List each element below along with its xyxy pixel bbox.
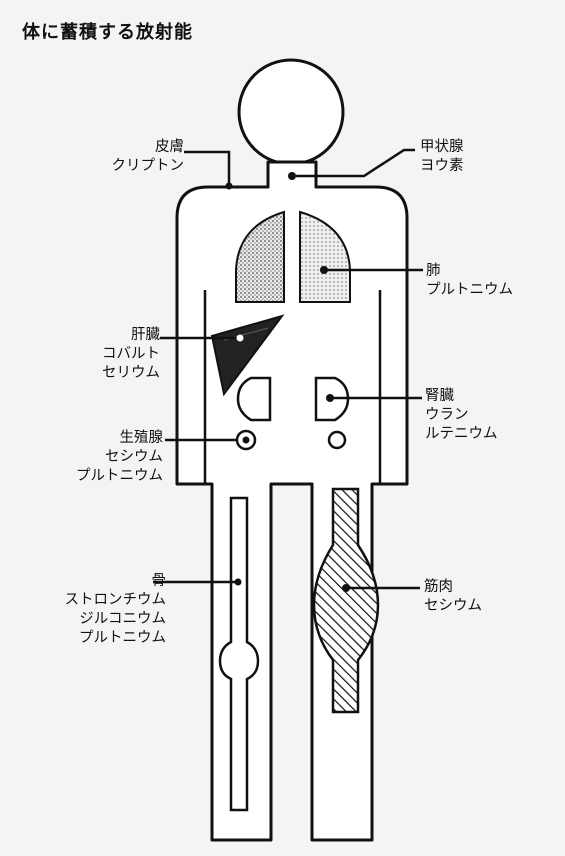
label-bone: 骨 ストロンチウム ジルコニウム プルトニウム xyxy=(64,573,167,646)
label-skin: 皮膚 クリプトン xyxy=(111,139,185,174)
label-thyroid: 甲状腺 ヨウ素 xyxy=(420,139,464,174)
label-kidney: 腎臓 ウラン ルテニウム xyxy=(425,388,498,442)
bone xyxy=(218,496,260,812)
left-kidney xyxy=(236,376,272,422)
label-lung: 肺 プルトニウム xyxy=(426,263,513,298)
liver xyxy=(210,314,285,397)
body-outline xyxy=(175,160,409,842)
label-liver: 肝臓 コバルト セリウム xyxy=(102,327,160,381)
gonad-left-inner xyxy=(242,436,250,444)
left-lung xyxy=(235,210,285,303)
head-outline xyxy=(237,58,345,166)
label-muscle: 筋肉 セシウム xyxy=(424,579,482,614)
gonad-right xyxy=(327,430,347,450)
diagram-title: 体に蓄積する放射能 xyxy=(22,22,193,43)
right-lung xyxy=(299,210,351,303)
leader-thyroid xyxy=(296,148,415,178)
leader-skin xyxy=(184,150,231,184)
label-gonad: 生殖腺 セシウム プルトニウム xyxy=(76,430,163,484)
muscle xyxy=(312,487,380,714)
